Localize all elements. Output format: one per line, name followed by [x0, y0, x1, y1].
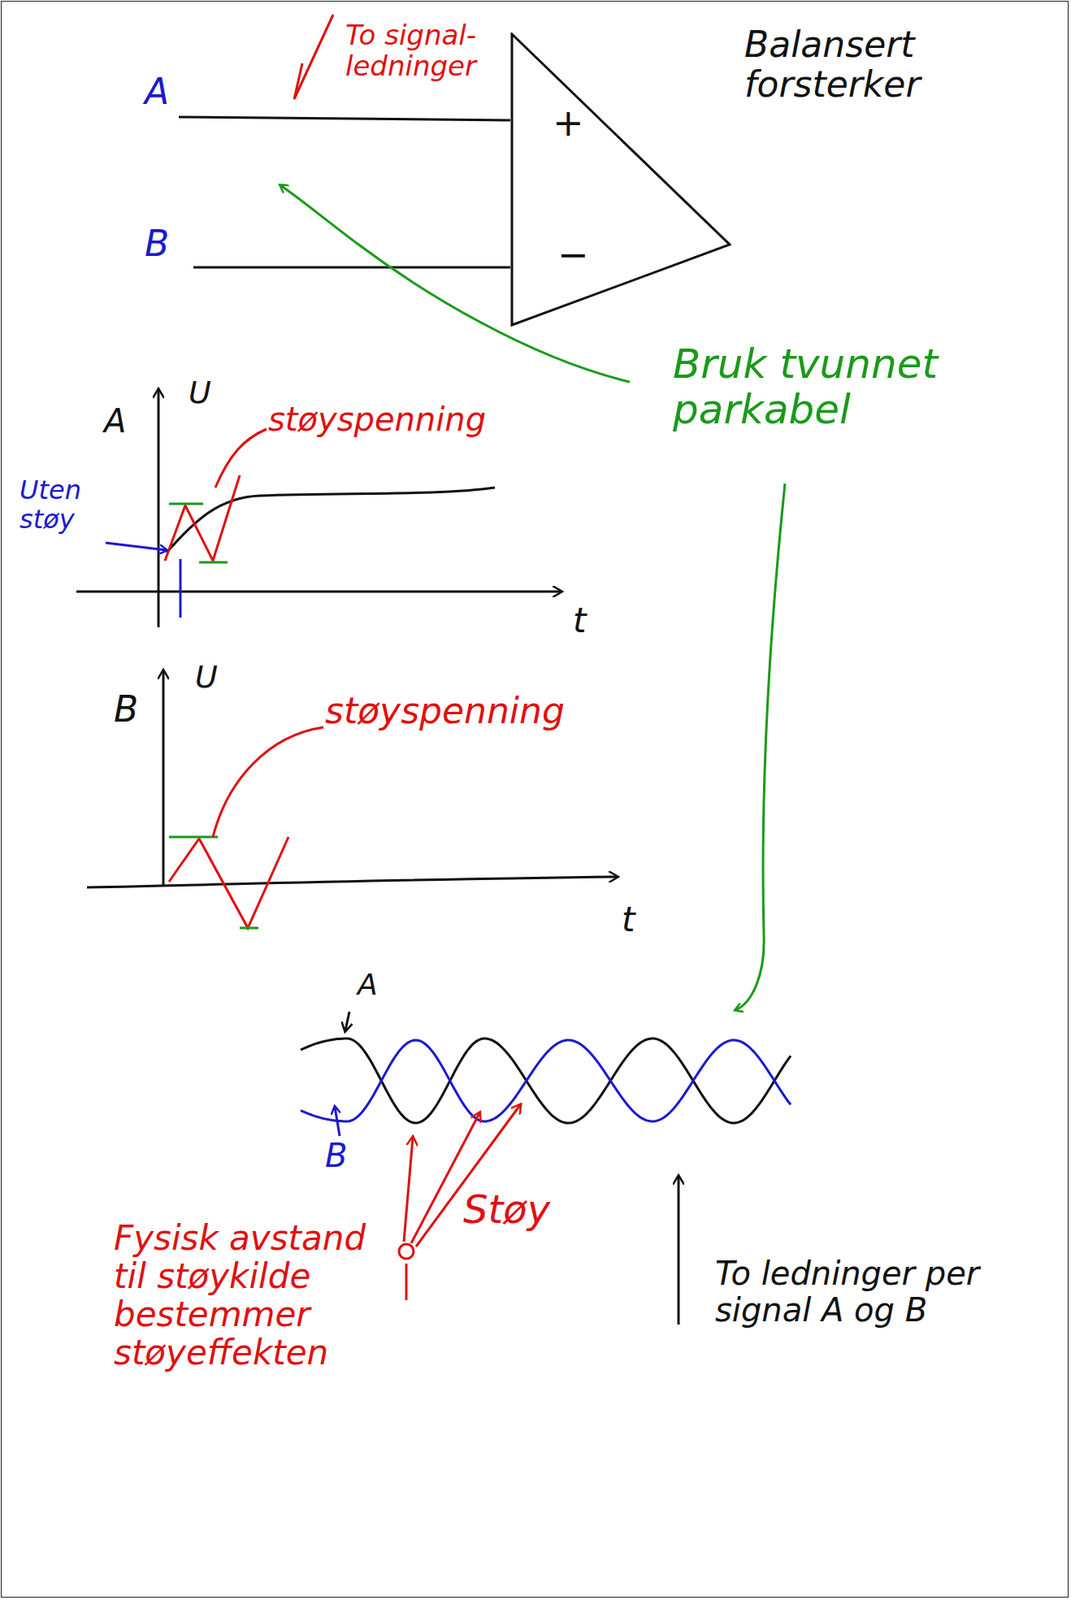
axis — [86, 876, 617, 888]
annotation: støyspenning — [325, 690, 565, 731]
axis-label: t — [572, 601, 586, 640]
annotation: støyspenning — [268, 401, 486, 438]
annotation: To ledninger per signal A og B — [715, 1255, 984, 1329]
annotation: Uten støy — [19, 476, 101, 535]
arrow — [334, 1106, 340, 1137]
signal-name: B — [144, 223, 170, 264]
wire-b — [300, 1040, 791, 1122]
noise-source — [398, 1244, 414, 1259]
signal-line-a — [178, 117, 511, 121]
arrow — [677, 1176, 681, 1325]
axis-label: t — [621, 900, 635, 939]
axis-label: U — [195, 659, 218, 695]
level-mark — [169, 503, 228, 563]
graph-name: B — [113, 689, 139, 729]
annotation: Støy — [463, 1188, 551, 1232]
wire-name: A — [357, 968, 378, 1002]
level-mark — [169, 836, 259, 928]
input-sign: + — [552, 104, 585, 142]
amplifier-triangle: +− — [510, 32, 732, 327]
input-sign: − — [557, 235, 590, 274]
axis-label: U — [188, 375, 212, 411]
noise-arrow — [403, 1137, 413, 1242]
title-note: Balansert forsterker — [744, 24, 1013, 105]
leader-line — [212, 727, 324, 837]
annotation: Bruk tvunnet parkabel — [672, 341, 941, 433]
triangle-outline — [510, 32, 732, 327]
graph-name: A — [104, 403, 126, 440]
wire-a — [300, 1038, 791, 1124]
axis — [162, 671, 165, 886]
green-pointer — [280, 185, 630, 382]
annotation: Fysisk avstand til støykilde bestemmer s… — [113, 1218, 391, 1372]
signal-curve — [166, 487, 495, 553]
noise-arrow — [405, 1263, 408, 1301]
wire-name: B — [325, 1137, 347, 1175]
noise-spike — [164, 475, 240, 561]
signal-name: A — [144, 71, 170, 112]
noise-spike — [169, 836, 289, 928]
pointer-mark — [294, 14, 334, 100]
arrow — [105, 542, 167, 551]
signal-line-b — [193, 266, 511, 269]
annotation: To signal-ledninger — [345, 19, 500, 82]
leader-line — [215, 429, 267, 488]
green-pointer — [735, 483, 785, 1011]
arrow — [179, 559, 183, 618]
axis — [76, 590, 561, 594]
arrow — [345, 1011, 350, 1031]
